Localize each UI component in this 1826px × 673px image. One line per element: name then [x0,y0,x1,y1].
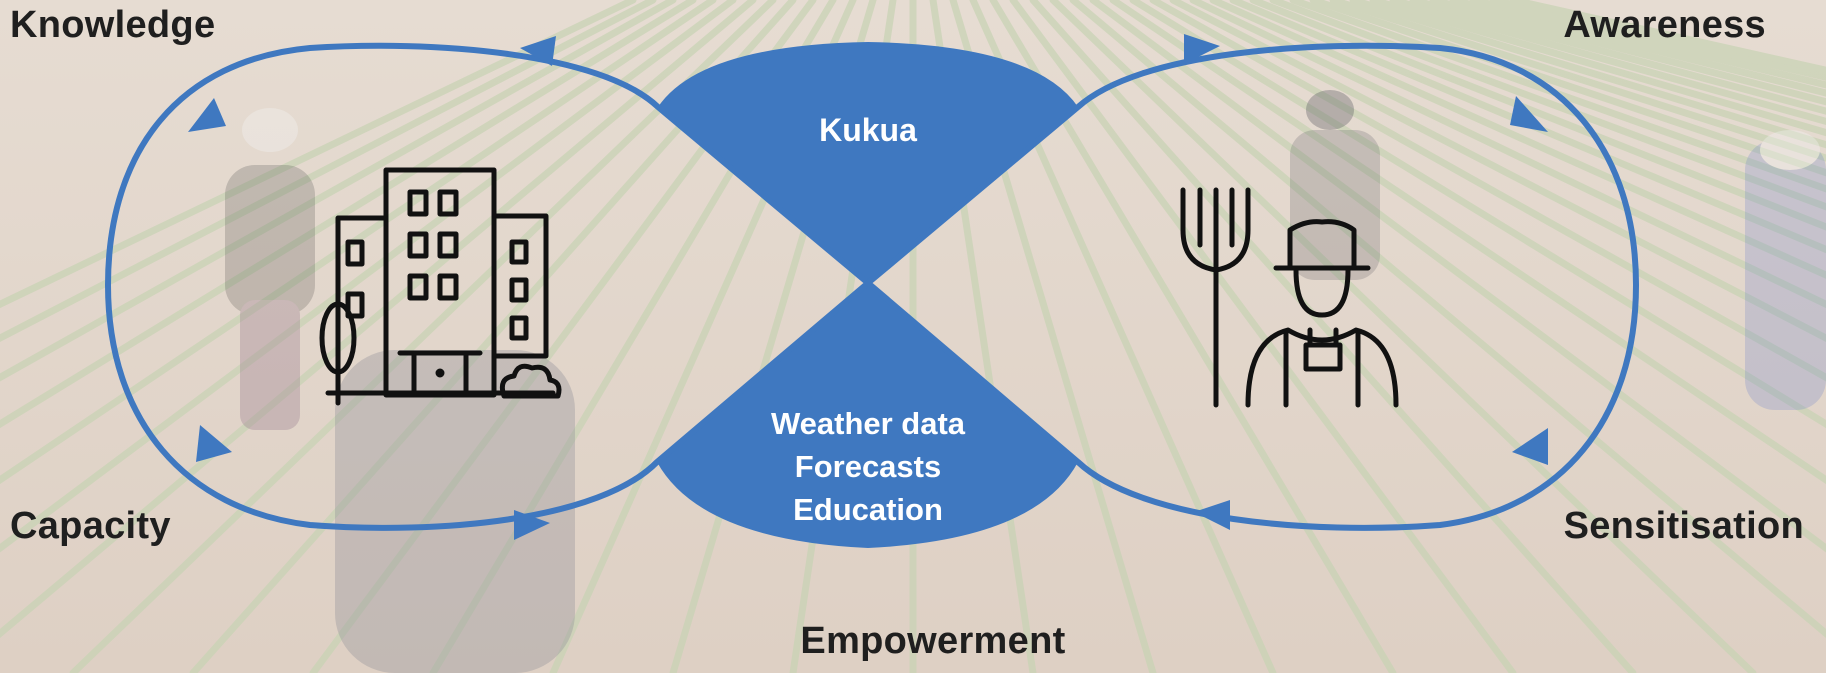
arrow-bottom-left [514,510,550,540]
right-loop [865,42,1639,531]
field-row [1329,0,1826,162]
field-row [1129,0,1826,429]
left-loop [105,42,871,531]
field-row [0,0,677,382]
arrow-bottom-right [1194,500,1230,530]
arrow-lower-left [196,425,232,462]
field-row [1149,0,1826,382]
field-row [1229,0,1826,254]
field-row [1389,0,1826,126]
city-buildings-icon [319,167,562,406]
service-line-weather-data: Weather data [770,406,966,441]
field-row [69,0,777,673]
field-row [1109,0,1826,485]
label-knowledge: Knowledge [10,4,216,46]
field-row [0,0,717,485]
farmer-with-pitchfork-icon [1180,187,1399,408]
field-row [1369,0,1826,137]
center-top-label: Kukua [819,112,917,148]
field-row [1289,0,1826,193]
arrow-upper-right [1510,96,1548,132]
field-row [1049,0,1757,673]
label-empowerment: Empowerment [800,620,1066,662]
field-row [1209,0,1826,279]
field-row [0,0,657,342]
field-row [0,0,637,309]
field-row [1349,0,1826,149]
field-row [1169,0,1826,342]
top-lobe [658,42,1078,283]
arrow-lower-right [1512,428,1548,465]
label-sensitisation: Sensitisation [1563,505,1804,547]
field-row [1309,0,1826,177]
service-line-forecasts: Forecasts [794,449,942,484]
arrow-upper-left [188,98,226,132]
arrow-top-left [520,36,556,66]
field-row [1089,0,1826,553]
service-line-education: Education [793,492,943,527]
field-row [1189,0,1826,309]
field-row [0,0,737,553]
label-awareness: Awareness [1563,4,1766,46]
bottom-lobe [657,283,1078,548]
field-row [1249,0,1826,231]
field-row [1069,0,1826,639]
center-bottom-labels: Weather data Forecasts Education [718,402,1018,531]
label-capacity: Capacity [10,505,171,547]
field-row [1009,0,1517,673]
arrow-top-right [1184,34,1220,64]
field-row [0,0,697,429]
